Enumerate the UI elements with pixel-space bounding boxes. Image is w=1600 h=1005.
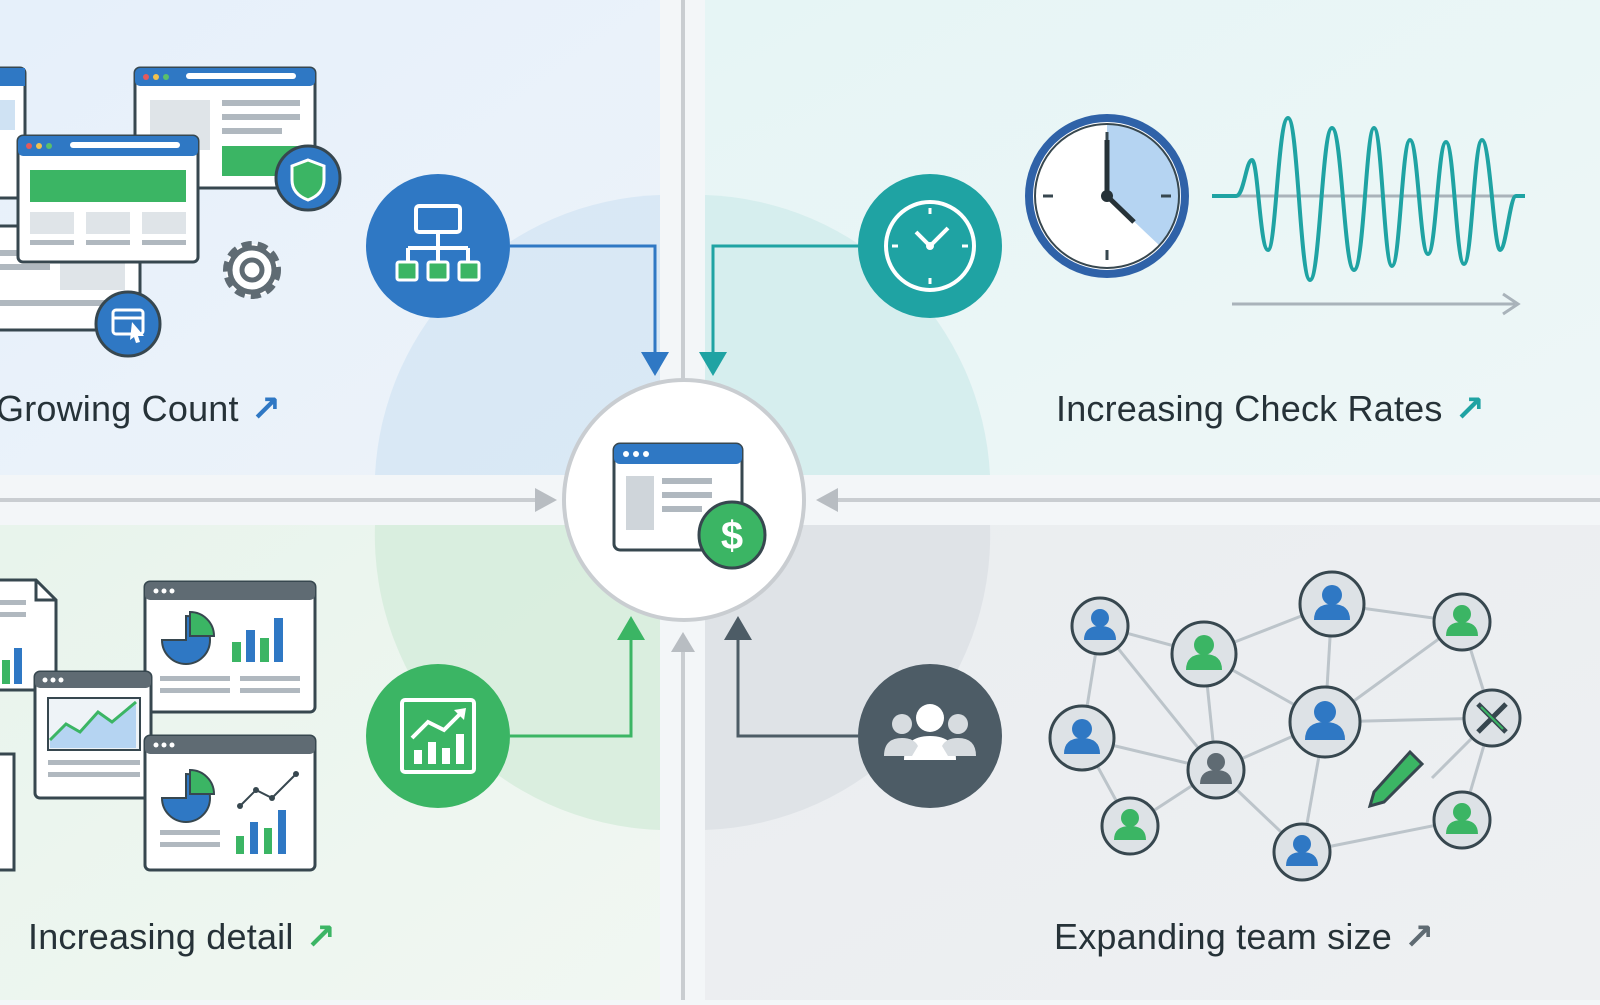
center-hub: $ — [562, 378, 806, 622]
person-node-icon — [1048, 704, 1116, 772]
svg-text:$: $ — [721, 514, 743, 558]
connector-top-left — [510, 244, 669, 376]
sitemap-icon — [366, 174, 510, 318]
bottom-left-illustration — [0, 578, 317, 872]
top-right-clock-badge — [858, 174, 1002, 318]
label-text: Growing Count — [0, 388, 239, 429]
connector-bottom-left — [510, 616, 645, 738]
wrench-screwdriver-icon — [1462, 688, 1522, 748]
person-node-icon — [1186, 740, 1246, 800]
connector-bottom-right — [724, 616, 858, 738]
pencil-icon — [1367, 749, 1425, 809]
label-text: Increasing detail — [28, 916, 294, 957]
growth-chart-icon — [366, 664, 510, 808]
cursor-window-icon — [94, 290, 162, 358]
waveform-icon — [1212, 116, 1525, 316]
person-node-icon — [1170, 620, 1238, 688]
connector-top-right — [699, 244, 858, 376]
report-pie-bar-icon — [143, 580, 317, 714]
trend-up-arrow-icon: ↗ — [305, 916, 336, 957]
person-node-icon — [1298, 570, 1366, 638]
divider-arrow-right — [816, 488, 838, 512]
person-node-icon — [1432, 790, 1492, 850]
clock-icon — [1025, 114, 1189, 278]
trend-up-arrow-icon: ↗ — [1454, 388, 1485, 429]
label-expanding-team-size: Expanding team size ↗ — [1054, 916, 1434, 958]
person-node-icon — [1070, 596, 1130, 656]
divider-arrow-bottom — [671, 632, 695, 652]
shield-icon — [274, 144, 342, 212]
trend-up-arrow-icon: ↗ — [250, 388, 282, 429]
browser-with-dollar-icon: $ — [612, 442, 767, 570]
team-icon — [858, 664, 1002, 808]
person-node-icon — [1272, 822, 1332, 882]
person-node-icon — [1288, 685, 1362, 759]
person-node-icon — [1100, 796, 1160, 856]
label-growing-count: Growing Count ↗ — [0, 388, 281, 430]
divider-arrow-left — [535, 488, 557, 512]
team-network — [1048, 570, 1522, 882]
halo-bottom-left — [374, 525, 660, 830]
label-increasing-check-rates: Increasing Check Rates ↗ — [1056, 388, 1485, 430]
top-left-illustration — [0, 66, 342, 358]
label-text: Expanding team size — [1054, 916, 1392, 957]
halo-bottom-right — [705, 525, 991, 830]
label-increasing-detail: Increasing detail ↗ — [28, 916, 336, 958]
gear-icon — [223, 241, 281, 299]
browser-window-main-icon — [16, 134, 200, 264]
person-node-icon — [1432, 592, 1492, 652]
trend-up-arrow-icon: ↗ — [1404, 916, 1435, 957]
line-chart-window-icon — [33, 670, 153, 800]
halo-top-left — [375, 195, 660, 475]
halo-top-right — [705, 195, 990, 475]
report-pie-line-icon — [143, 734, 317, 872]
label-text: Increasing Check Rates — [1056, 388, 1443, 429]
